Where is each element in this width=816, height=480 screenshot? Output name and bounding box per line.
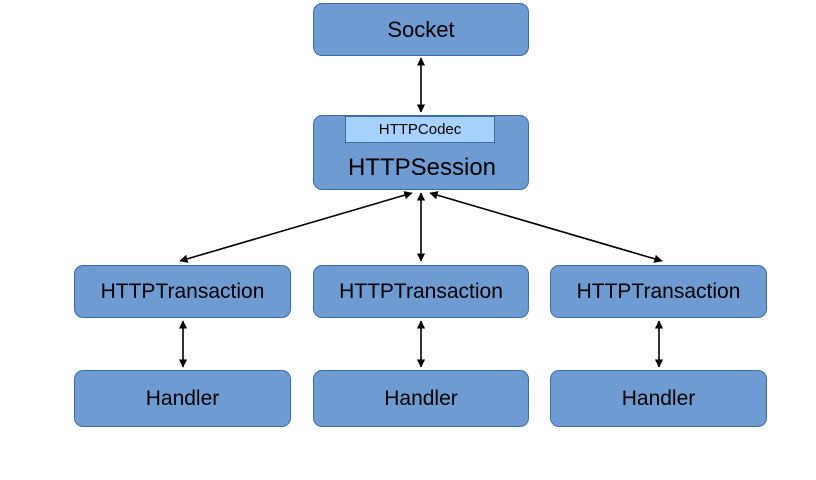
node-httptransaction-0-label: HTTPTransaction bbox=[100, 280, 265, 303]
node-httpsession-title: HTTPSession bbox=[314, 145, 530, 190]
node-socket-label: Socket bbox=[387, 16, 455, 42]
node-httptransaction-2[interactable]: HTTPTransaction bbox=[550, 265, 767, 318]
node-socket[interactable]: Socket bbox=[313, 3, 529, 56]
node-httpsession-label: HTTPSession bbox=[347, 153, 497, 181]
node-handler-0-label: Handler bbox=[145, 387, 220, 410]
node-httpcodec-label: HTTPCodec bbox=[378, 121, 462, 138]
node-httpcodec[interactable]: HTTPCodec bbox=[345, 116, 495, 143]
node-httptransaction-2-label: HTTPTransaction bbox=[576, 280, 741, 303]
node-handler-2[interactable]: Handler bbox=[550, 370, 767, 427]
node-httptransaction-0[interactable]: HTTPTransaction bbox=[74, 265, 291, 318]
arrow-session-transaction-0 bbox=[179, 191, 413, 263]
node-handler-0[interactable]: Handler bbox=[74, 370, 291, 427]
node-httptransaction-1[interactable]: HTTPTransaction bbox=[313, 265, 529, 318]
node-httpsession[interactable]: HTTPCodec HTTPSession bbox=[313, 115, 529, 190]
node-httptransaction-1-label: HTTPTransaction bbox=[339, 280, 503, 303]
node-handler-1[interactable]: Handler bbox=[313, 370, 529, 427]
node-handler-1-label: Handler bbox=[384, 387, 458, 410]
arrow-session-transaction-2 bbox=[429, 191, 663, 263]
node-handler-2-label: Handler bbox=[621, 387, 696, 410]
